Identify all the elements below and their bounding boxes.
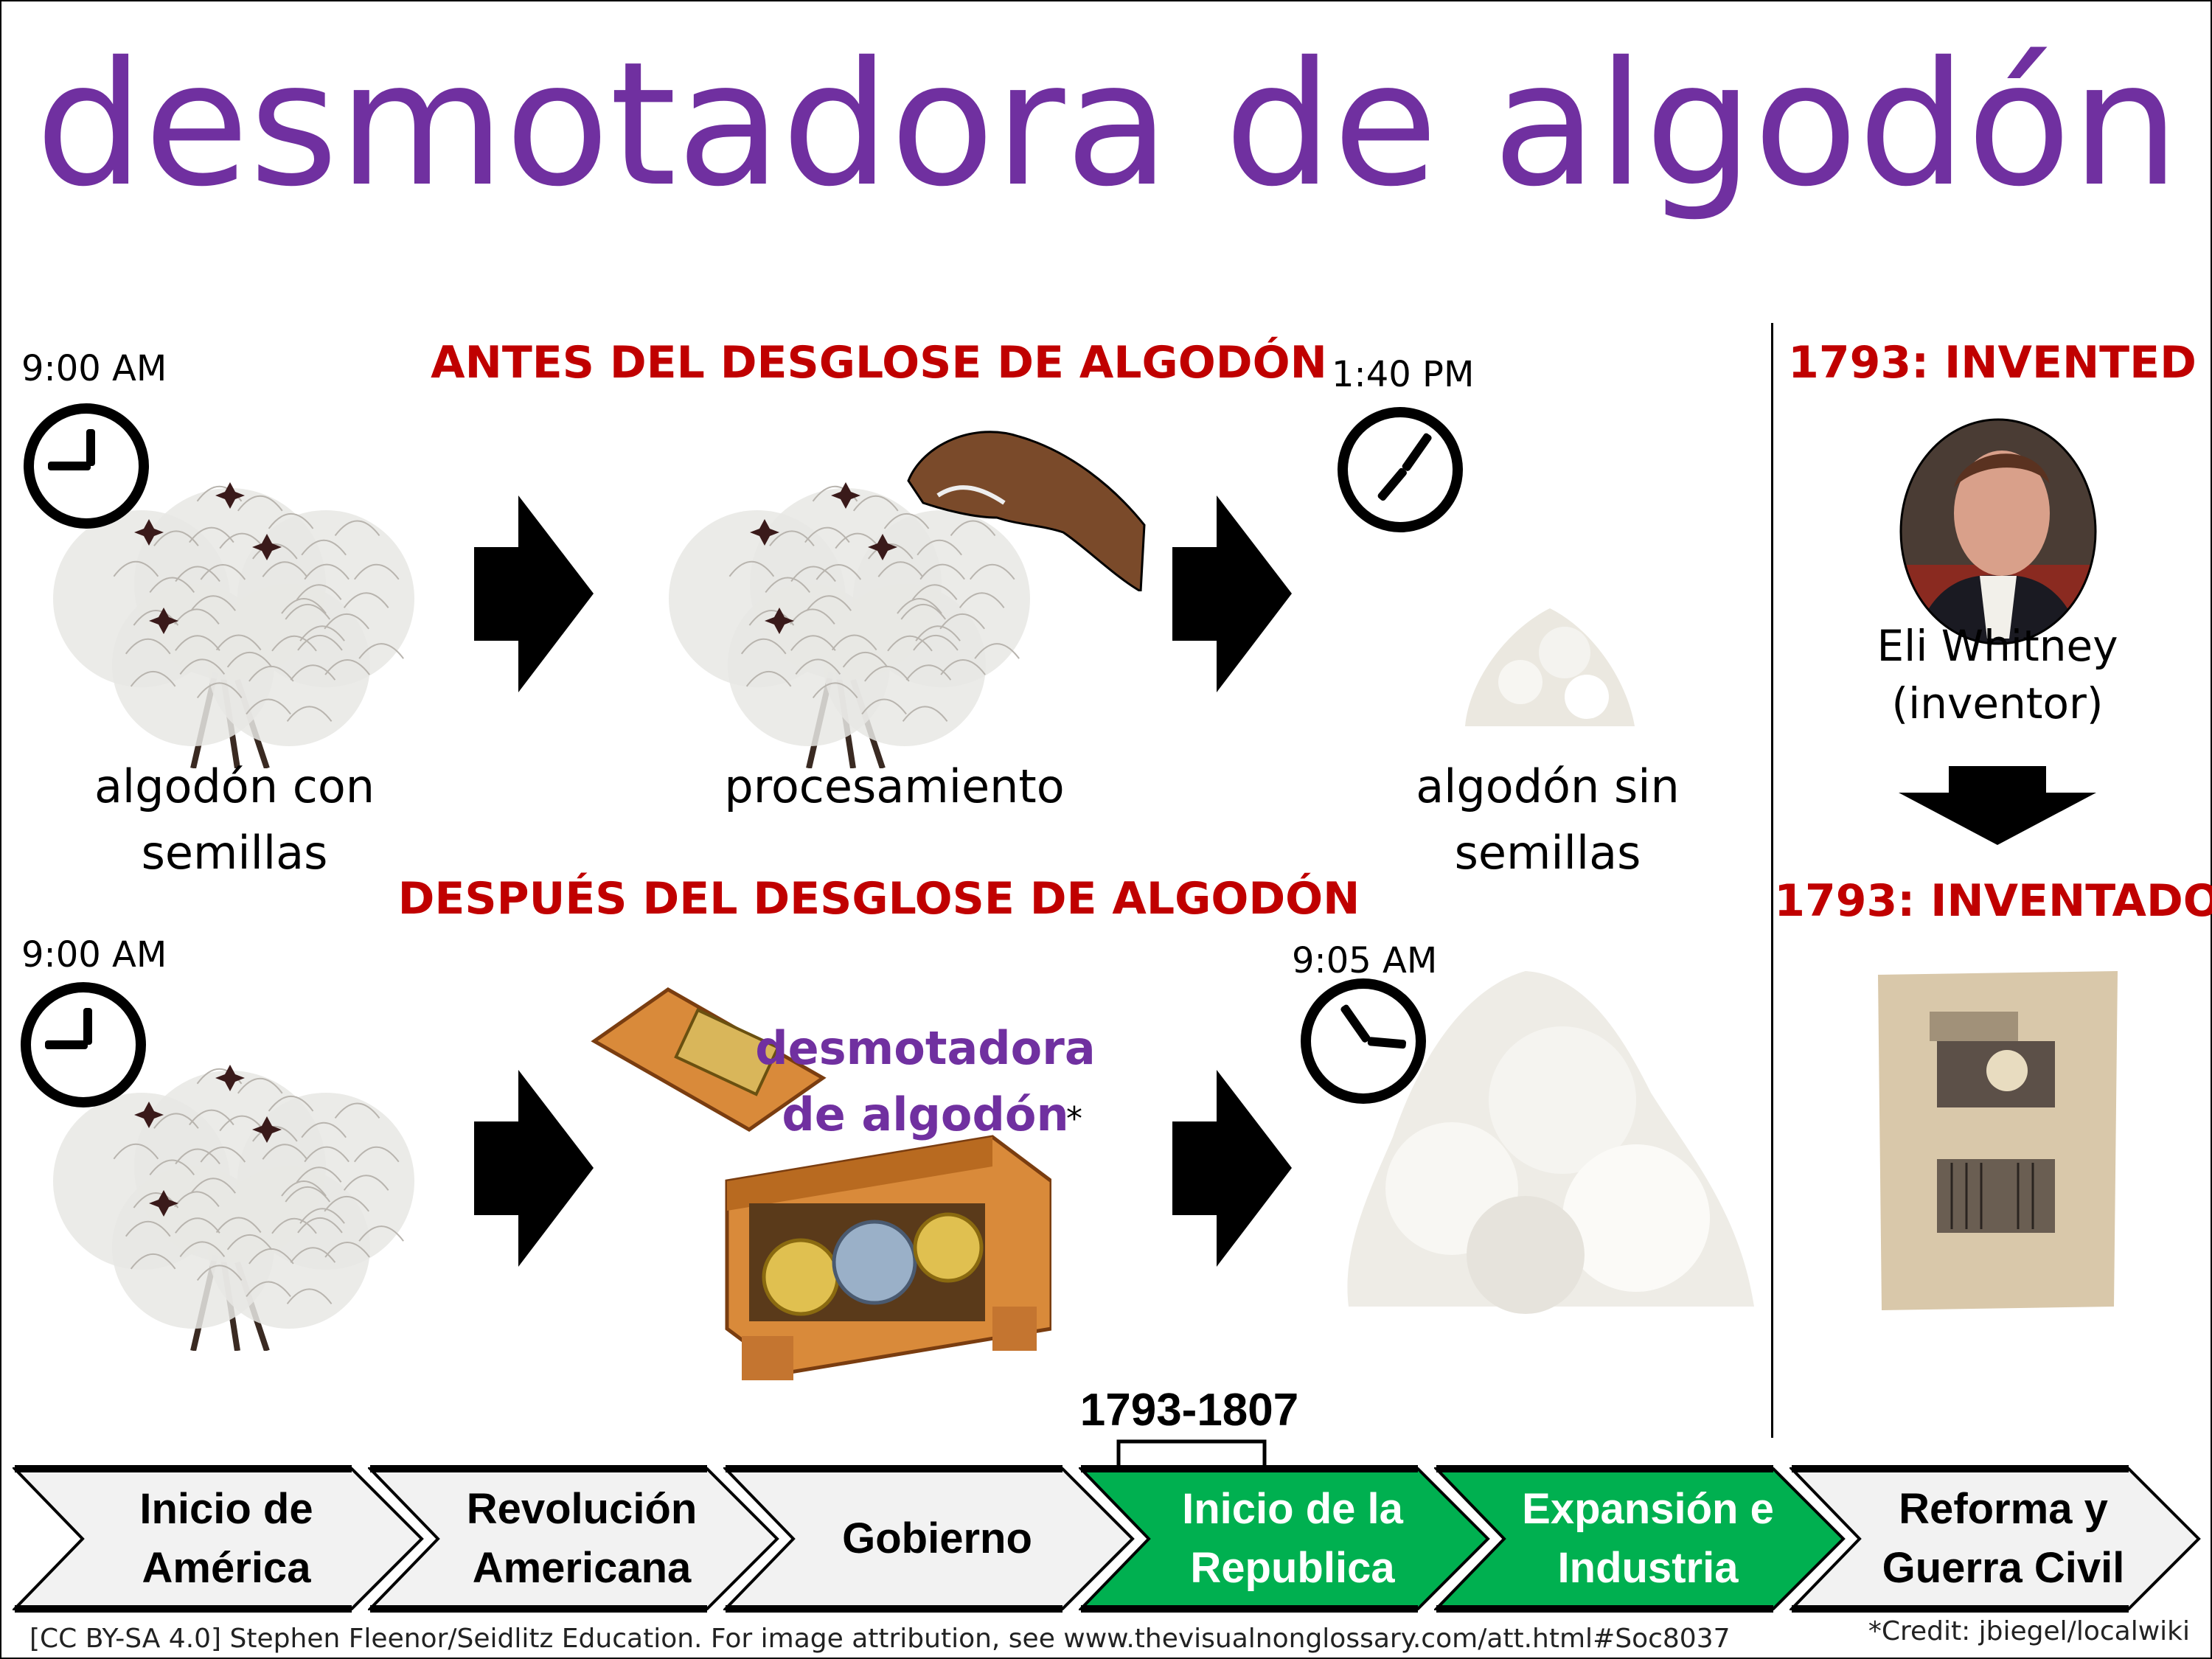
after-heading: DESPUÉS DEL DESGLOSE DE ALGODÓN	[397, 873, 1360, 925]
before-heading: ANTES DEL DESGLOSE DE ALGODÓN	[431, 337, 1327, 389]
page-title: desmotadora de algodón	[35, 25, 2180, 224]
inventor-caption: Eli Whitney(inventor)	[1877, 621, 2118, 728]
credit-text: *Credit: jbiegel/localwiki	[1868, 1616, 2190, 1646]
timeline-segment[interactable]: Reforma y Guerra Civil	[1848, 1480, 2158, 1598]
timeline-segment-label: Inicio de la	[1182, 1485, 1403, 1533]
clock-icon	[1301, 978, 1426, 1104]
hand-image	[907, 431, 1146, 591]
timeline-segment-label: Industria	[1557, 1544, 1739, 1592]
timeline-segment-shape	[368, 1465, 779, 1613]
timeline-segment[interactable]: Expansión e Industria	[1493, 1480, 1803, 1598]
before-end-time: 1:40 PM	[1332, 354, 1475, 395]
timeline-segment-label: Expansión e	[1522, 1485, 1774, 1533]
invented-heading-es: 1793: INVENTADO	[1774, 875, 2212, 927]
processing-cotton-image	[669, 482, 1030, 768]
label-processing: procesamiento	[724, 759, 1065, 813]
timeline-segment-shape	[1790, 1465, 2201, 1613]
inventor-portrait	[1899, 418, 2097, 645]
after-start-time: 9:00 AM	[21, 934, 167, 975]
arrow-right-icon	[474, 1070, 594, 1267]
timeline-segment-shape	[13, 1465, 424, 1613]
timeline-segment[interactable]: Inicio de América	[72, 1480, 381, 1598]
timeline-segment-shape	[1079, 1465, 1490, 1613]
timeline-segment-shape	[1434, 1465, 1846, 1613]
timeline-range: 1793-1807	[1079, 1385, 1299, 1436]
timeline-segment-label: Republica	[1190, 1544, 1395, 1592]
patent-drawing-image	[1878, 971, 2118, 1310]
arrow-right-icon	[1172, 495, 1292, 692]
clock-icon	[1338, 407, 1463, 532]
divider	[1771, 323, 1773, 1438]
attribution-text: [CC BY-SA 4.0] Stephen Fleenor/Seidlitz …	[29, 1624, 1731, 1654]
timeline-segment-label: Reforma y	[1899, 1485, 2108, 1533]
clock-icon	[21, 982, 146, 1107]
timeline-segment-label: América	[142, 1544, 311, 1592]
timeline-segment[interactable]: Gobierno	[782, 1509, 1092, 1568]
timeline-segment-label: Revolución	[466, 1485, 698, 1533]
before-start-time: 9:00 AM	[21, 348, 167, 389]
timeline-segment-label: Americana	[472, 1544, 692, 1592]
seeded-cotton-image	[53, 1065, 414, 1351]
timeline-segment-shape	[723, 1465, 1135, 1613]
seedless-cotton-large-image	[1347, 971, 1754, 1314]
timeline-segment-label: Gobierno	[842, 1514, 1032, 1562]
after-end-time: 9:05 AM	[1292, 940, 1438, 981]
cotton-gin-image	[591, 987, 1051, 1380]
arrow-down-icon	[1899, 766, 2096, 845]
asterisk-note: *	[1066, 1100, 1082, 1138]
seeded-cotton-image	[53, 482, 414, 768]
timeline-segment-label: Inicio de	[139, 1485, 313, 1533]
invented-heading-en: 1793: INVENTED	[1788, 337, 2197, 389]
timeline-segment[interactable]: Inicio de la Republica	[1138, 1480, 1447, 1598]
arrow-right-icon	[1172, 1070, 1292, 1267]
timeline-bracket	[1116, 1439, 1267, 1469]
seedless-cotton-small-image	[1465, 608, 1635, 726]
timeline-segment-label: Guerra Civil	[1882, 1544, 2125, 1592]
arrow-right-icon	[474, 495, 594, 692]
clock-icon	[24, 403, 149, 529]
